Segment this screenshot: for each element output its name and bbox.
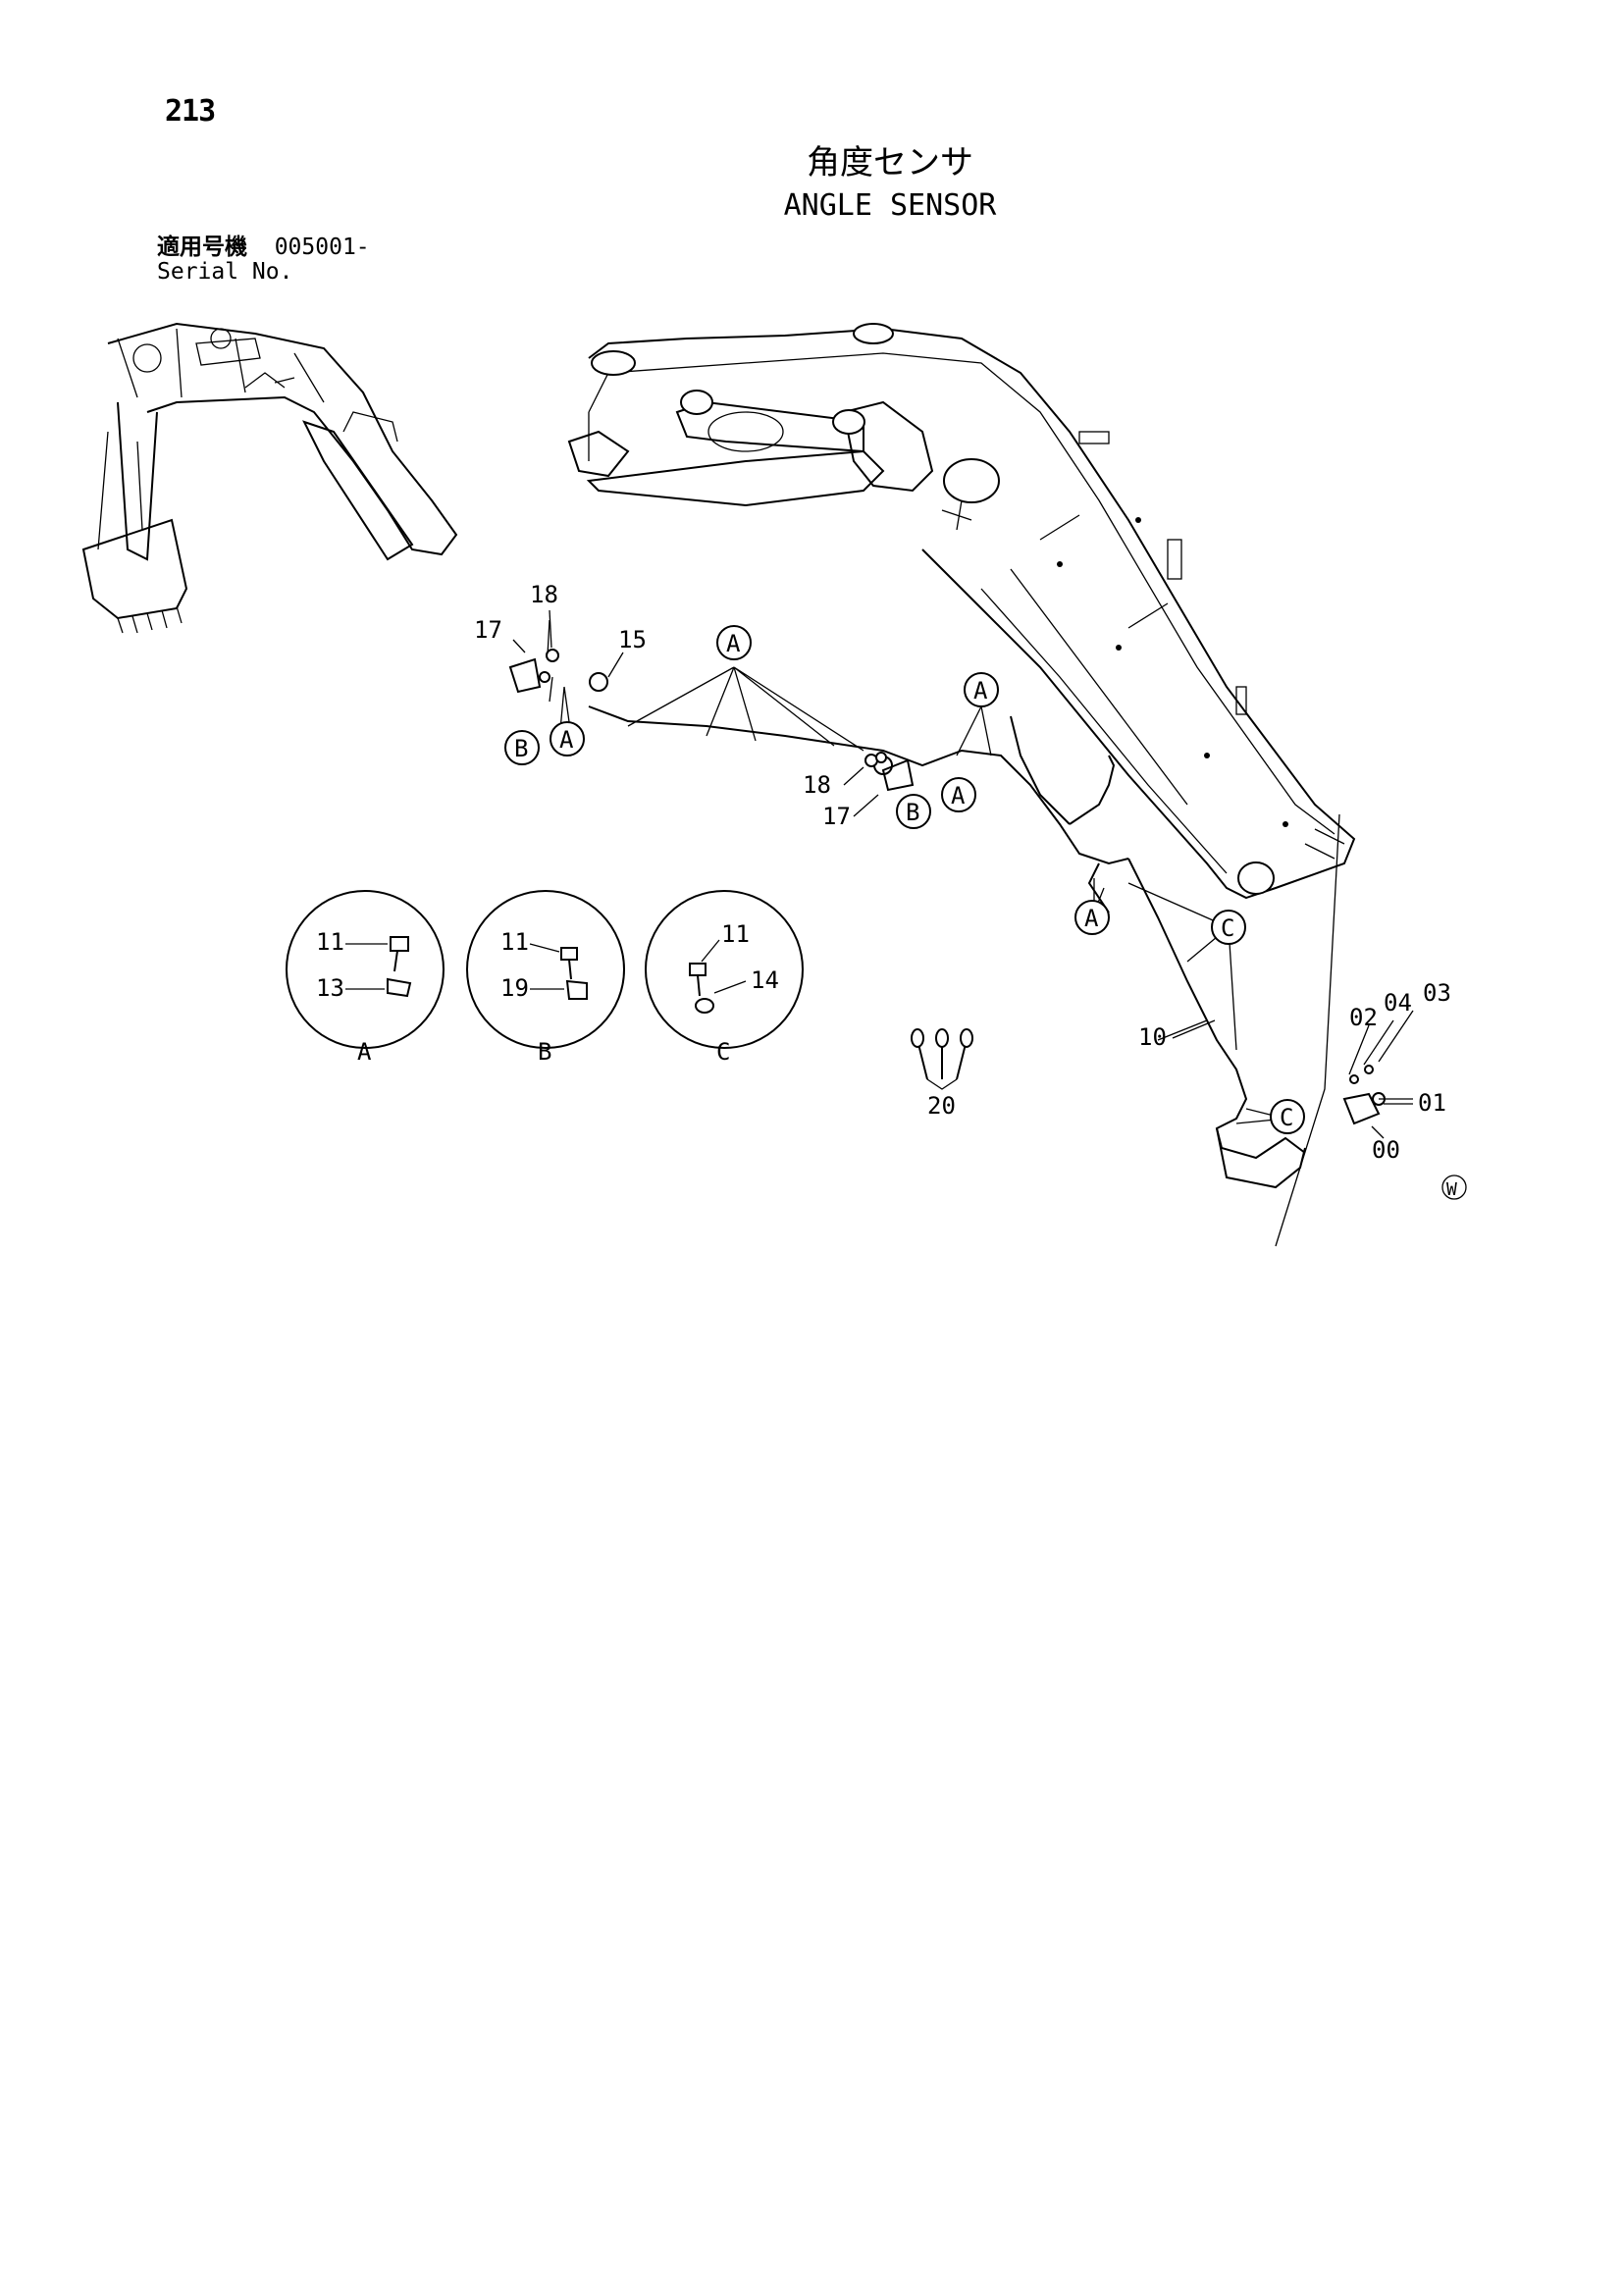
callout-01: 01 (1418, 1089, 1446, 1117)
marker-a-right-top: A (973, 677, 988, 704)
callout-10: 10 (1138, 1023, 1167, 1051)
detail-a-caption: A (357, 1038, 372, 1066)
sensor-small-parts (508, 649, 1413, 1125)
detail-view-c: 11 14 C (645, 890, 804, 1066)
boom-illustration (567, 323, 1356, 900)
serial-value: 005001- (274, 235, 370, 260)
marker-leader-lines (547, 619, 1286, 1124)
excavator-overview-illustration (81, 322, 458, 634)
callout-00: 00 (1372, 1136, 1400, 1164)
detail-view-b: 11 19 B (466, 890, 625, 1066)
detail-b-lower-part: 19 (500, 974, 529, 1002)
corner-mark: W (1441, 1174, 1467, 1200)
callout-02: 02 (1349, 1004, 1378, 1031)
detail-c-lower-part: 14 (751, 966, 779, 994)
detail-c-caption: C (716, 1038, 730, 1066)
serial-label-japanese: 適用号機 (157, 235, 247, 260)
callout-17-mid: 17 (822, 803, 851, 830)
marker-a-top: A (726, 630, 741, 657)
callout-numbers: 17 18 15 18 17 10 20 02 04 03 01 00 (474, 581, 1451, 1164)
wiring-harness (588, 672, 1306, 1189)
detail-b-upper-part: 11 (500, 928, 529, 956)
detail-a-lower-part: 13 (316, 974, 344, 1002)
page-title-english: ANGLE SENSOR (783, 188, 997, 223)
callout-leader-lines (512, 609, 1414, 1139)
marker-c-right: C (1221, 914, 1234, 942)
detail-view-a: 11 13 A (286, 890, 445, 1066)
sensor-leader-line (1275, 813, 1340, 1247)
callout-03: 03 (1423, 979, 1451, 1007)
callout-20: 20 (927, 1092, 956, 1120)
callout-04: 04 (1384, 989, 1412, 1017)
serial-label-english: Serial No. (157, 259, 293, 285)
marker-a-left: A (559, 726, 574, 754)
marker-b-left: B (514, 735, 528, 762)
callout-15: 15 (618, 626, 647, 653)
marker-a-mid: A (951, 782, 966, 809)
callout-18-left: 18 (530, 581, 558, 608)
detail-c-upper-part: 11 (721, 920, 750, 948)
serial-number-block: 適用号機 005001- Serial No. (157, 235, 370, 285)
marker-a-lower: A (1084, 905, 1099, 932)
part-20-cable-ties (911, 1028, 973, 1090)
page-number: 213 (165, 94, 216, 129)
detail-a-upper-part: 11 (316, 928, 344, 956)
marker-b-mid: B (906, 799, 919, 826)
callout-18-mid: 18 (803, 771, 831, 799)
circled-markers: A A B A B A A C C (504, 625, 1305, 1134)
corner-mark-letter: W (1446, 1179, 1457, 1200)
marker-c-bottom: C (1280, 1104, 1293, 1131)
page-title-japanese: 角度センサ (807, 143, 973, 183)
detail-b-caption: B (538, 1038, 551, 1066)
callout-17-left: 17 (474, 616, 502, 644)
